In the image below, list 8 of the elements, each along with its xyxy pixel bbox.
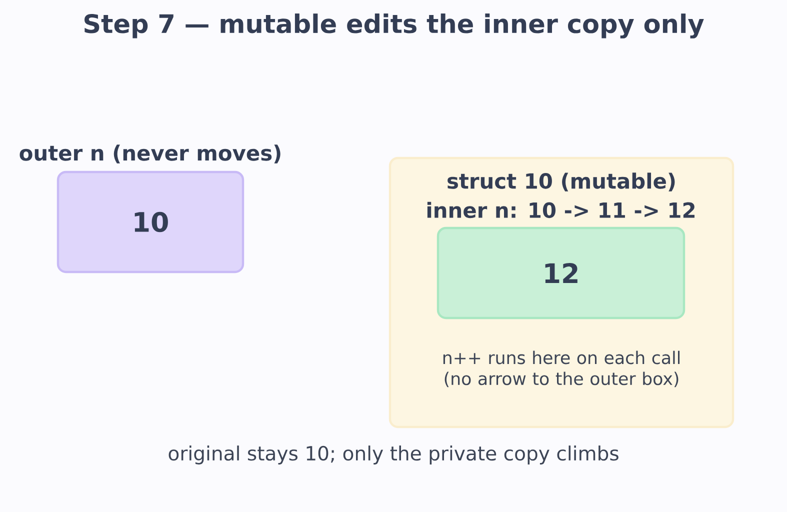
note-text: n++ runs here on each call (no arrow to the outer box) xyxy=(443,350,680,388)
value-box: 12 xyxy=(436,226,686,320)
box-heading: outer n (never moves) xyxy=(20,144,280,164)
title: Step 7 — mutable edits the inner copy only xyxy=(84,14,704,38)
box-heading: inner n: 10 -> 11 -> 12 xyxy=(427,202,694,218)
value-box: 10 xyxy=(56,170,244,274)
caption: original stays 10; only the private copy climbs xyxy=(168,446,618,464)
box-heading: struct 10 (mutable) xyxy=(448,172,675,192)
